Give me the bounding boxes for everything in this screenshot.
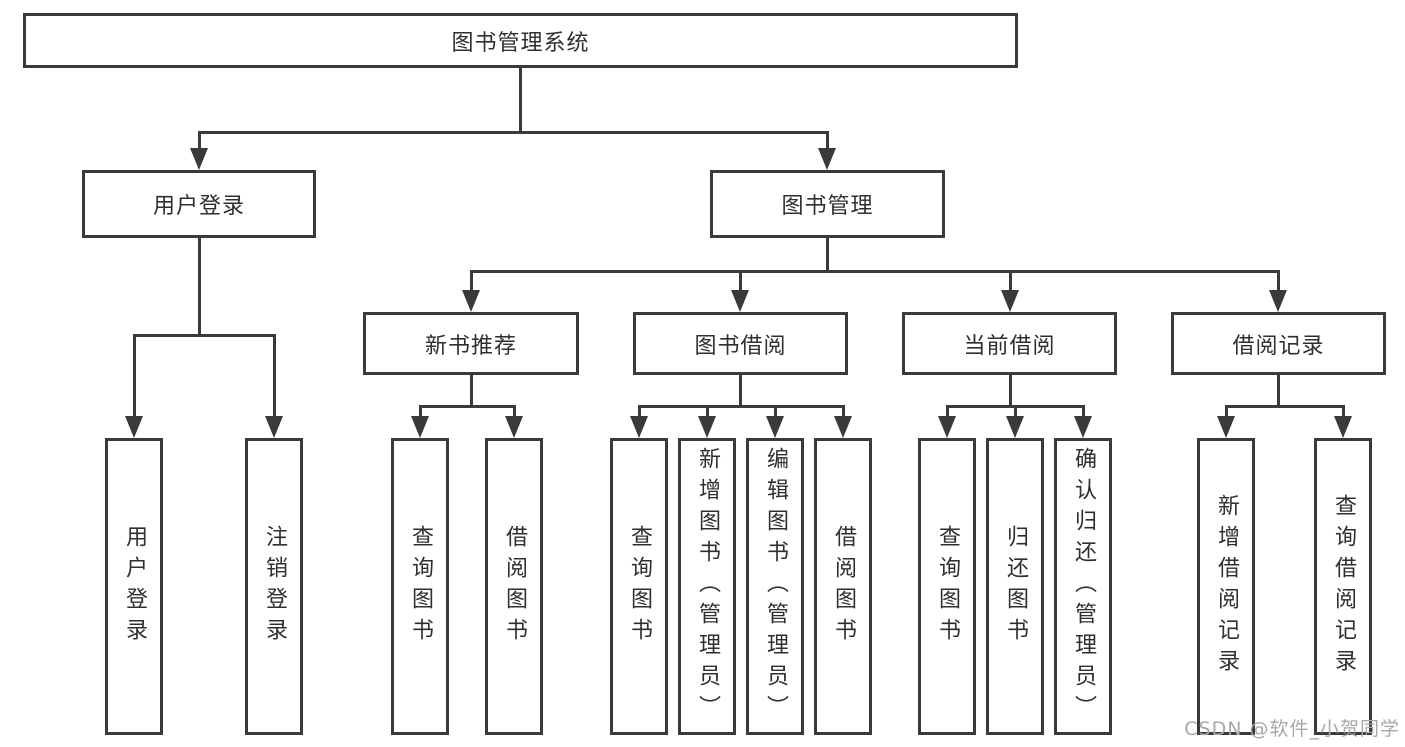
arrowhead-down-icon xyxy=(190,148,208,170)
node-label: 新增借阅记录 xyxy=(1214,493,1239,680)
connector-hline xyxy=(470,270,1279,273)
arrowhead-down-icon xyxy=(938,416,956,438)
connector-stem xyxy=(826,131,829,151)
leaf-query-borrow-record: 查询借阅记录 xyxy=(1314,438,1372,735)
node-label: 图书借阅 xyxy=(694,333,787,359)
connector-vline xyxy=(1009,375,1012,407)
node-label: 注销登录 xyxy=(262,524,287,649)
connector-stem xyxy=(946,405,949,418)
node-label: 查询图书 xyxy=(627,524,652,649)
connector-stem xyxy=(198,131,201,151)
arrowhead-down-icon xyxy=(265,416,283,438)
node-label: 编辑图书（管理员） xyxy=(763,447,788,726)
node-borrowing-records: 借阅记录 xyxy=(1171,312,1386,375)
node-book-borrowing: 图书借阅 xyxy=(633,312,848,375)
connector-stem xyxy=(706,405,709,418)
node-label: 归还图书 xyxy=(1003,524,1028,649)
connector-hline xyxy=(1225,405,1344,408)
node-label: 图书管理系统 xyxy=(451,30,590,56)
arrowhead-down-icon xyxy=(731,290,749,312)
node-label: 新书推荐 xyxy=(424,333,517,359)
node-user-login: 用户登录 xyxy=(82,170,316,238)
node-label: 用户登录 xyxy=(152,194,245,219)
connector-stem xyxy=(419,405,422,418)
connector-stem xyxy=(273,334,276,418)
node-label: 新增图书（管理员） xyxy=(695,447,720,726)
leaf-user-login: 用户登录 xyxy=(105,438,163,735)
arrowhead-down-icon xyxy=(818,148,836,170)
node-label: 用户登录 xyxy=(122,524,147,649)
leaf-confirm-return-admin: 确认归还（管理员） xyxy=(1054,438,1112,735)
arrowhead-down-icon xyxy=(630,416,648,438)
connector-vline xyxy=(739,375,742,407)
leaf-return-books: 归还图书 xyxy=(986,438,1044,735)
connector-stem xyxy=(1342,405,1345,418)
connector-stem xyxy=(513,405,516,418)
node-label: 查询图书 xyxy=(935,524,960,649)
leaf-add-borrow-record: 新增借阅记录 xyxy=(1197,438,1255,735)
arrowhead-down-icon xyxy=(698,416,716,438)
leaf-query-books-current: 查询图书 xyxy=(918,438,976,735)
node-label: 当前借阅 xyxy=(963,333,1056,359)
leaf-add-books-admin: 新增图书（管理员） xyxy=(678,438,736,735)
connector-stem xyxy=(739,270,742,292)
connector-stem xyxy=(1277,270,1280,292)
csdn-watermark: CSDN @软件_小贺同学 xyxy=(1184,718,1400,740)
leaf-edit-books-admin: 编辑图书（管理员） xyxy=(746,438,804,735)
connector-vline xyxy=(1277,375,1280,407)
node-book-management: 图书管理 xyxy=(710,170,945,238)
node-label: 确认归还（管理员） xyxy=(1071,447,1096,726)
arrowhead-down-icon xyxy=(411,416,429,438)
node-label: 借阅图书 xyxy=(831,524,856,649)
connector-vline xyxy=(198,238,201,336)
connector-hline xyxy=(133,334,276,337)
arrowhead-down-icon xyxy=(125,416,143,438)
node-current-borrowing: 当前借阅 xyxy=(902,312,1117,375)
node-label: 借阅记录 xyxy=(1232,333,1325,359)
arrowhead-down-icon xyxy=(1006,416,1024,438)
arrowhead-down-icon xyxy=(1217,416,1235,438)
node-label: 查询借阅记录 xyxy=(1331,493,1356,680)
connector-stem xyxy=(638,405,641,418)
arrowhead-down-icon xyxy=(1074,416,1092,438)
node-label: 查询图书 xyxy=(408,524,433,649)
connector-stem xyxy=(1225,405,1228,418)
leaf-borrow-books: 借阅图书 xyxy=(814,438,872,735)
connector-stem xyxy=(774,405,777,418)
node-new-book-recommendation: 新书推荐 xyxy=(363,312,579,375)
node-label: 图书管理 xyxy=(781,194,874,219)
connector-vline xyxy=(519,68,522,132)
connector-stem xyxy=(133,334,136,418)
leaf-logout: 注销登录 xyxy=(245,438,303,735)
connector-hline xyxy=(198,131,829,134)
connector-stem xyxy=(842,405,845,418)
leaf-query-books-recommend: 查询图书 xyxy=(391,438,449,735)
node-label: 借阅图书 xyxy=(502,524,527,649)
arrowhead-down-icon xyxy=(1334,416,1352,438)
arrowhead-down-icon xyxy=(505,416,523,438)
connector-hline xyxy=(638,405,844,408)
connector-vline xyxy=(826,238,829,272)
connector-stem xyxy=(470,270,473,292)
arrowhead-down-icon xyxy=(1269,290,1287,312)
leaf-borrow-books-recommend: 借阅图书 xyxy=(485,438,543,735)
connector-stem xyxy=(1082,405,1085,418)
connector-stem xyxy=(1014,405,1017,418)
arrowhead-down-icon xyxy=(462,290,480,312)
connector-vline xyxy=(470,375,473,407)
node-library-management-system: 图书管理系统 xyxy=(23,13,1018,68)
connector-stem xyxy=(1009,270,1012,292)
leaf-query-books-borrow: 查询图书 xyxy=(610,438,668,735)
arrowhead-down-icon xyxy=(1001,290,1019,312)
connector-hline xyxy=(419,405,516,408)
arrowhead-down-icon xyxy=(766,416,784,438)
arrowhead-down-icon xyxy=(834,416,852,438)
